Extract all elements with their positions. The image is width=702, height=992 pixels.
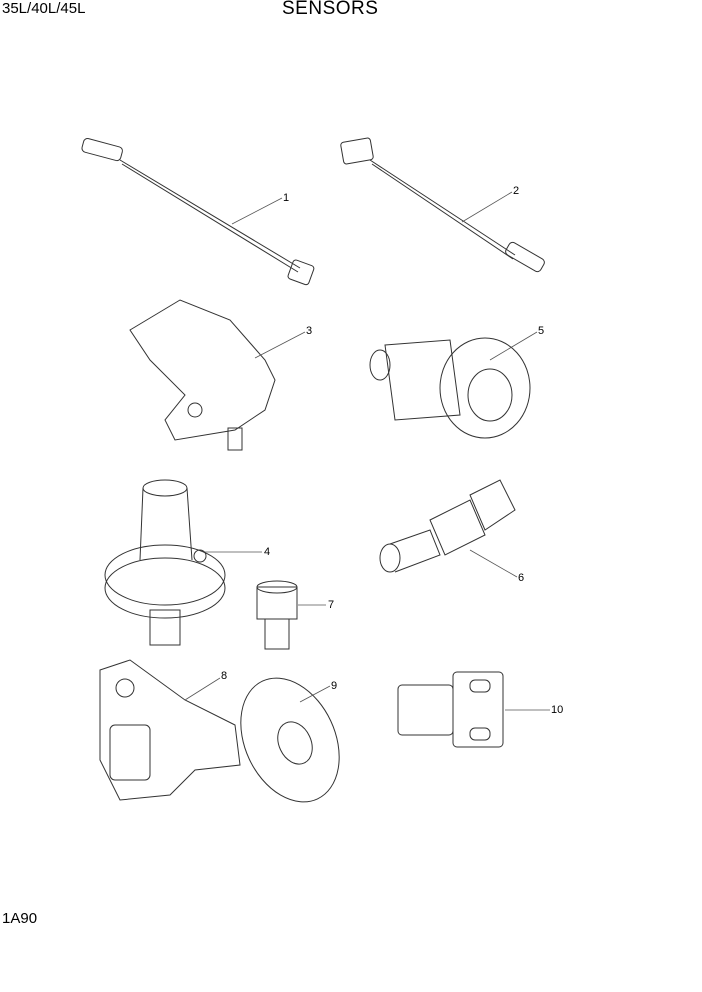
part-6-temperature-sensor [379,479,518,578]
callout-7: 7 [328,599,335,611]
page-code: 1A90 [2,910,38,927]
callout-6: 6 [518,572,525,584]
callout-9: 9 [331,680,338,692]
callout-1: 1 [283,192,290,204]
callout-8: 8 [221,670,228,682]
part-1-sensor-cable [81,138,315,286]
part-7-adapter-fitting [256,580,326,650]
part-4-pressure-switch [104,479,262,646]
part-2-sensor-lead [340,137,545,273]
part-3-pressure-sensor [129,299,306,451]
callout-2: 2 [513,185,520,197]
part-9-tone-ring [240,677,340,803]
part-10-connector-sensor [397,671,550,748]
callout-5: 5 [538,325,545,337]
model-label: 35L/40L/45L [2,0,86,17]
callout-3: 3 [306,325,313,337]
callout-4: 4 [264,546,271,558]
part-8-position-sensor [99,659,241,801]
page-title: SENSORS [282,0,379,19]
part-5-threaded-sensor [369,331,538,439]
callout-10: 10 [551,704,564,716]
